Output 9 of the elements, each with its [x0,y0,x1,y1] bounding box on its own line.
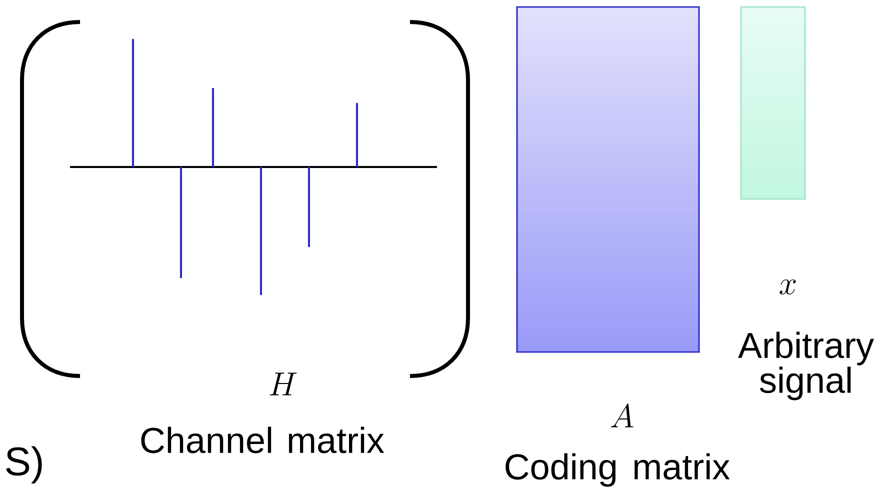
math-symbol: $x$ [780,280,796,294]
math-symbol: $H$ [270,372,297,396]
node-label: Arbitrary signal [738,332,874,400]
math-symbol: $A$ [610,404,634,428]
matrix-block [516,6,700,353]
fragment-text: S) [6,446,42,484]
node-label: Channel matrix [141,426,384,454]
node-label: Coding matrix [506,453,730,487]
matrix-block [740,6,806,200]
